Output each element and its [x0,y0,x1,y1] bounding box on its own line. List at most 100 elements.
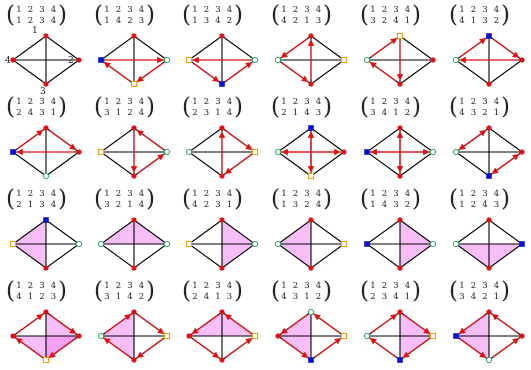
permutation-entry: 4 [50,97,57,107]
permutation-entry: 4 [127,292,133,302]
vertex-green-circle [274,56,282,64]
permutation-entry: 4 [281,16,287,26]
square-edge [399,59,434,85]
permutation-entry: 1 [459,281,465,291]
right-paren: ) [58,186,67,212]
mapping-arrow [104,313,132,334]
left-paren: ( [360,94,369,120]
permutation-entry: 3 [304,5,310,15]
vertex-red-dot [219,217,225,223]
vertex-red-dot [76,149,82,155]
square-edge [188,151,223,177]
vertex-red-dot [341,149,347,155]
right-paren: ) [234,94,243,120]
permutation-entry: 1 [459,97,465,107]
right-paren: ) [146,186,155,212]
square-edge [366,219,401,245]
permutation-entry: 3 [292,292,299,302]
permutation-entry: 3 [482,97,488,107]
right-paren: ) [58,94,67,120]
permutation-entry: 2 [127,16,133,26]
permutation-entry: 2 [493,16,500,26]
vertex-orange-square [251,332,259,340]
permutation-entry: 4 [470,292,477,302]
square-diagram [9,217,83,271]
permutation-entry: 3 [470,108,477,118]
square-edge [488,59,523,85]
square-diagram [364,217,437,271]
permutation-entry: 3 [215,5,221,15]
square-edge [133,219,168,245]
permutation-entry: 4 [138,5,145,15]
vertex-red-dot [131,265,137,271]
vertex-blue-square [219,81,225,87]
permutation-entry: 1 [370,5,376,15]
mapping-arrow [103,337,131,358]
square-diagram [452,125,525,179]
vertex-orange-square [185,56,193,64]
left-paren: ( [449,94,458,120]
vertex-blue-square [308,357,314,363]
square-edge [45,59,80,85]
vertex-red-dot [430,57,436,63]
square-edge [310,127,345,153]
permutation-entry: 3 [304,281,310,291]
square-diagram [185,125,259,179]
right-paren: ) [501,278,510,304]
vertex-blue-square [519,241,525,247]
permutation-entry: 3 [459,292,465,302]
left-paren: ( [94,278,103,304]
vertex-orange-square [307,172,315,180]
permutation-entry: 3 [127,5,133,15]
permutation-entry: 4 [404,5,411,15]
mapping-arrow [225,61,253,82]
square-diagram [452,33,525,87]
permutation-entry: 1 [493,108,500,118]
permutation-entry: 2 [470,200,477,210]
square-edge [100,127,135,153]
vertex-blue-square [98,57,104,63]
permutation-entry: 2 [315,292,322,302]
permutation-entry: 3 [393,189,399,199]
vertex-green-circle [163,56,171,64]
vertex-blue-square [43,217,49,223]
permutation-entry: 1 [104,189,110,199]
vertex-red-dot [219,357,225,363]
permutation-entry: 3 [127,189,133,199]
vertex-red-dot [186,333,192,339]
vertex-red-dot [10,333,16,339]
vertex-green-circle [363,332,371,340]
permutation-entry: 2 [203,189,210,199]
square-edge [399,151,434,177]
permutation-entry: 2 [292,189,299,199]
permutation-entry: 3 [393,281,399,291]
permutation-entry: 4 [226,97,233,107]
permutation-entry: 3 [215,200,221,210]
permutation-entry: 1 [281,97,287,107]
permutation-entry: 4 [281,292,287,302]
vertex-blue-square [486,33,492,39]
permutation-entry: 1 [16,97,22,107]
vertex-green-circle [97,240,105,248]
vertex-green-circle [452,148,460,156]
square-edge [399,127,434,153]
permutation-entry: 2 [292,281,299,291]
square-edge [366,127,401,153]
permutation-entry: 2 [482,108,488,118]
vertex-red-dot [308,217,314,223]
permutation-entry: 2 [27,281,34,291]
square-diagram [363,309,437,363]
square-edge [310,243,345,269]
square-edge [100,219,135,245]
vertex-orange-square [251,148,259,156]
left-paren: ( [94,2,103,28]
